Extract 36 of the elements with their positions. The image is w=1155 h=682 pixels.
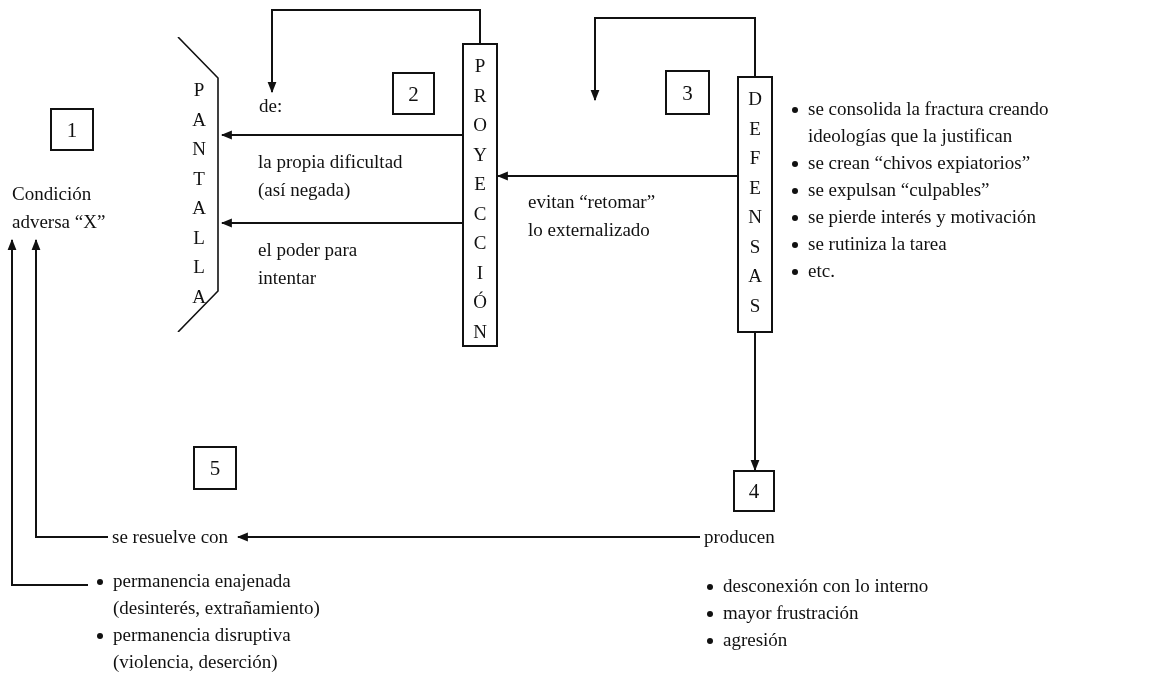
arrow	[750, 332, 760, 472]
number-box: 2	[392, 72, 435, 115]
text-label: de:	[255, 92, 295, 118]
bullet-item: se rutiniza la tarea	[790, 230, 1110, 257]
edge-label: la propia dificultad (así negada)	[258, 150, 404, 202]
edge-label: el poder para intentar	[258, 238, 359, 290]
text-label: producen	[700, 523, 790, 551]
number-box: 5	[193, 446, 237, 490]
vertical-text: PANTALLA	[191, 78, 207, 309]
bullet-item: permanencia disruptiva (violencia, deserción)	[95, 621, 347, 675]
arrow	[267, 9, 481, 94]
arrow	[220, 218, 463, 228]
number-box: 1	[50, 108, 94, 151]
number-box: 4	[733, 470, 775, 512]
vertical-box	[737, 76, 773, 333]
edge-label: evitan “retomar” lo externalizado	[528, 190, 657, 242]
vertical-box	[462, 43, 498, 347]
bullet-item: se expulsan “culpables”	[790, 176, 1110, 203]
vertical-text: PROYECCIÓN	[472, 54, 488, 344]
arrow	[7, 238, 89, 586]
bullet-item: se crean “chivos expiatorios”	[790, 149, 1110, 176]
text-label: Condición adversa “X”	[8, 180, 120, 240]
bullet-item: se pierde interés y motivación	[790, 203, 1110, 230]
vertical-text: DEFENSAS	[747, 87, 763, 318]
arrow	[236, 532, 701, 542]
bullet-item: agresión	[705, 626, 1035, 653]
text-label: se resuelve con	[108, 523, 238, 551]
number-box: 3	[665, 70, 710, 115]
bullet-item: etc.	[790, 257, 1110, 284]
bullet-item: desconexión con lo interno	[705, 572, 1035, 599]
bullet-item: mayor frustración	[705, 599, 1035, 626]
arrow	[31, 238, 109, 538]
arrow	[590, 17, 756, 102]
bullet-item: permanencia enajenada (desinterés, extrañamiento)	[95, 567, 347, 621]
arrow	[220, 130, 463, 140]
arrow	[496, 171, 738, 181]
